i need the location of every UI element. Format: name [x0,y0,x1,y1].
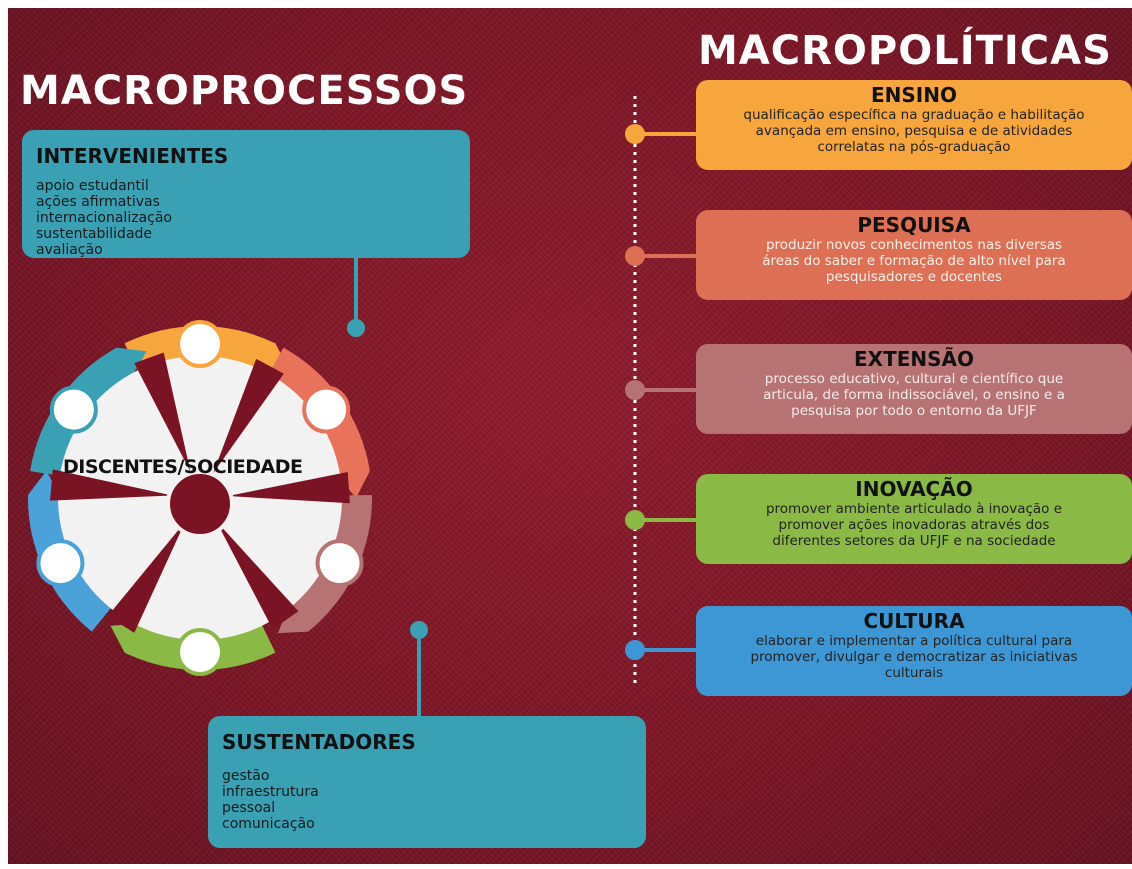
wheel-hub [166,470,234,538]
policy-description: qualificação específica na graduação e h… [696,107,1132,155]
policy-description: processo educativo, cultural e científic… [696,371,1132,419]
process-wheel [28,320,372,676]
policy-line: articula, de forma indissociável, o ensi… [763,387,1065,403]
intervenientes-list: apoio estudantil ações afirmativas inter… [36,178,172,258]
policy-connector-dot [625,246,645,266]
policy-title: PESQUISA [857,213,971,237]
wheel-node [36,539,85,588]
wheel-spoke [213,358,284,474]
macropoliticas-heading: MACROPOLÍTICAS [698,28,1112,74]
wheel-spoke [134,352,191,472]
policy-line: diferentes setores da UFJF e na sociedad… [772,533,1056,549]
infographic-canvas: MACROPROCESSOS MACROPOLÍTICAS INTERVENIE… [8,8,1132,864]
list-item: apoio estudantil [36,178,149,194]
sustentadores-title: SUSTENTADORES [222,730,416,754]
sustentadores-box: SUSTENTADORES gestão infraestrutura pess… [208,716,646,848]
wheel-node [302,385,351,434]
policy-line: processo educativo, cultural e científic… [764,371,1064,387]
policy-pesquisa-box: PESQUISA produzir novos conhecimentos na… [696,210,1132,300]
policy-title: CULTURA [863,609,965,633]
center-label: DISCENTES/SOCIEDADE [63,456,303,478]
policy-line: correlatas na pós-graduação [817,139,1011,155]
policy-line: áreas do saber e formação de alto nível … [762,253,1066,269]
list-item: sustentabilidade [36,226,153,242]
wheel-spoke [50,469,173,501]
list-item: gestão [222,768,270,784]
policy-line: produzir novos conhecimentos nas diversa… [765,237,1063,253]
policy-description: elaborar e implementar a política cultur… [696,633,1132,681]
policy-line: pesquisadores e docentes [825,269,1003,285]
list-item: avaliação [36,242,103,258]
intervenientes-title: INTERVENIENTES [36,144,229,168]
macroprocessos-heading: MACROPROCESSOS [20,68,469,114]
list-item: infraestrutura [222,784,319,800]
wheel-node [49,385,98,434]
policy-inovacao-box: INOVAÇÃO promover ambiente articulado à … [696,474,1132,564]
policy-line: promover ações inovadoras através dos [778,517,1050,533]
wheel-node [315,539,364,588]
list-item: ações afirmativas [36,194,160,210]
intervenientes-connector-dot [347,319,365,337]
policy-line: elaborar e implementar a política cultur… [755,633,1073,649]
policy-connector-dot [625,124,645,144]
wheel-node [176,628,224,676]
list-item: comunicação [222,816,315,832]
sustentadores-list: gestão infraestrutura pessoal comunicaçã… [222,768,319,832]
list-item: internacionalização [36,210,172,226]
policy-connector-dot [625,640,645,660]
policy-line: promover, divulgar e democratizar as ini… [750,649,1078,665]
policy-line: qualificação específica na graduação e h… [743,107,1085,123]
policy-line: culturais [884,665,944,681]
policy-connector-dot [625,380,645,400]
policy-description: produzir novos conhecimentos nas diversa… [696,237,1132,285]
policy-ensino-box: ENSINO qualificação específica na gradua… [696,80,1132,170]
policy-title: EXTENSÃO [853,347,974,371]
connector-layer [28,96,698,716]
policy-title: INOVAÇÃO [855,477,973,501]
list-item: pessoal [222,800,276,816]
policy-line: promover ambiente articulado à inovação … [765,501,1063,517]
wheel-spoke [227,471,350,504]
policy-title: ENSINO [871,83,957,107]
wheel-spoke [216,520,299,630]
policy-cultura-box: CULTURA elaborar e implementar a polític… [696,606,1132,696]
policy-extensao-box: EXTENSÃO processo educativo, cultural e … [696,344,1132,434]
intervenientes-box: INTERVENIENTES apoio estudantil ações af… [22,130,470,258]
wheel-node [176,320,224,368]
policy-line: pesquisa por todo o entorno da UFJF [791,403,1037,419]
policy-description: promover ambiente articulado à inovação … [696,501,1132,549]
wheel-spoke [107,521,186,633]
policy-connector-dot [625,510,645,530]
policy-line: avançada em ensino, pesquisa e de ativid… [755,123,1073,139]
sustentadores-connector-dot [410,621,428,639]
